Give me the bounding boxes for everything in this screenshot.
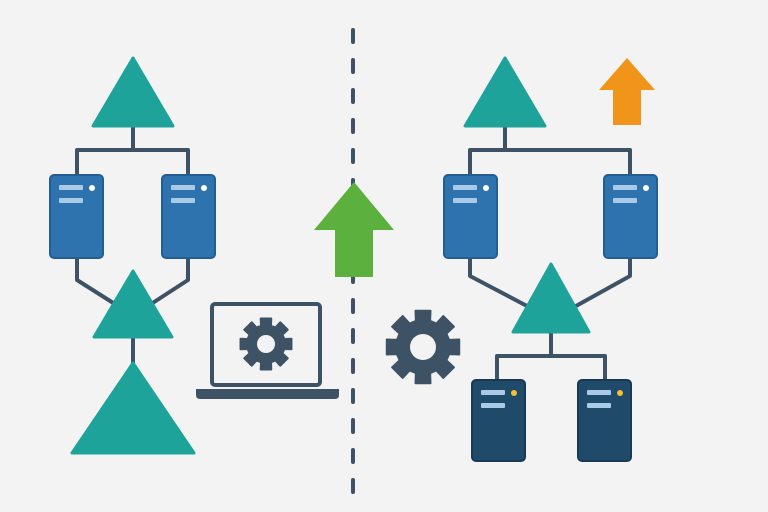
right-top-router-link: [468, 124, 632, 177]
left-connectors: [75, 124, 190, 367]
right-top-router-icon: [463, 56, 547, 128]
right-connectors: [468, 124, 632, 382]
left-server-b-icon: [161, 174, 216, 259]
right-server-a-icon: [443, 174, 498, 259]
right-server-b-to-router-link: [574, 256, 632, 308]
orange-upgrade-arrow-icon: [599, 58, 655, 125]
server-slot: [171, 198, 195, 203]
laptop-screen: [210, 302, 322, 387]
left-server-a-icon: [49, 174, 104, 259]
laptop-base: [196, 389, 339, 399]
server-body: [161, 174, 216, 259]
right-server-a-to-router-link: [468, 256, 529, 308]
left-middle-router-icon: [92, 269, 174, 339]
right-network: [385, 56, 658, 462]
server-body: [603, 174, 658, 259]
server-body: [471, 379, 526, 462]
server-body: [577, 379, 632, 462]
server-slot: [587, 403, 611, 408]
right-server-b-icon: [603, 174, 658, 259]
server-slot: [481, 403, 505, 408]
server-body: [49, 174, 104, 259]
server-slot: [587, 390, 611, 395]
right-server-d-icon: [577, 379, 632, 462]
laptop-icon: [196, 302, 339, 399]
green-upgrade-arrow-icon: [314, 182, 394, 277]
left-top-router-link: [75, 124, 190, 177]
server-led: [201, 185, 207, 191]
server-slot: [59, 185, 83, 190]
right-router-to-lower-servers-link: [495, 330, 607, 382]
gear-hole: [257, 335, 275, 353]
server-slot: [613, 185, 637, 190]
server-led: [89, 185, 95, 191]
standalone-gear-icon: [385, 309, 461, 385]
laptop-gear-icon: [239, 317, 293, 371]
server-slot: [453, 185, 477, 190]
server-led: [643, 185, 649, 191]
server-led: [511, 390, 517, 396]
left-network: [49, 56, 216, 455]
left-top-router-icon: [91, 56, 175, 128]
server-slot: [481, 390, 505, 395]
left-server-a-to-router-link: [75, 256, 120, 308]
server-body: [443, 174, 498, 259]
gear-hole: [410, 334, 436, 360]
server-led: [483, 185, 489, 191]
server-led: [617, 390, 623, 396]
right-middle-router-icon: [511, 262, 591, 334]
left-bottom-router-icon: [70, 361, 196, 455]
left-server-b-to-router-link: [146, 256, 190, 308]
server-slot: [171, 185, 195, 190]
server-slot: [453, 198, 477, 203]
right-server-c-icon: [471, 379, 526, 462]
server-slot: [59, 198, 83, 203]
server-slot: [613, 198, 637, 203]
